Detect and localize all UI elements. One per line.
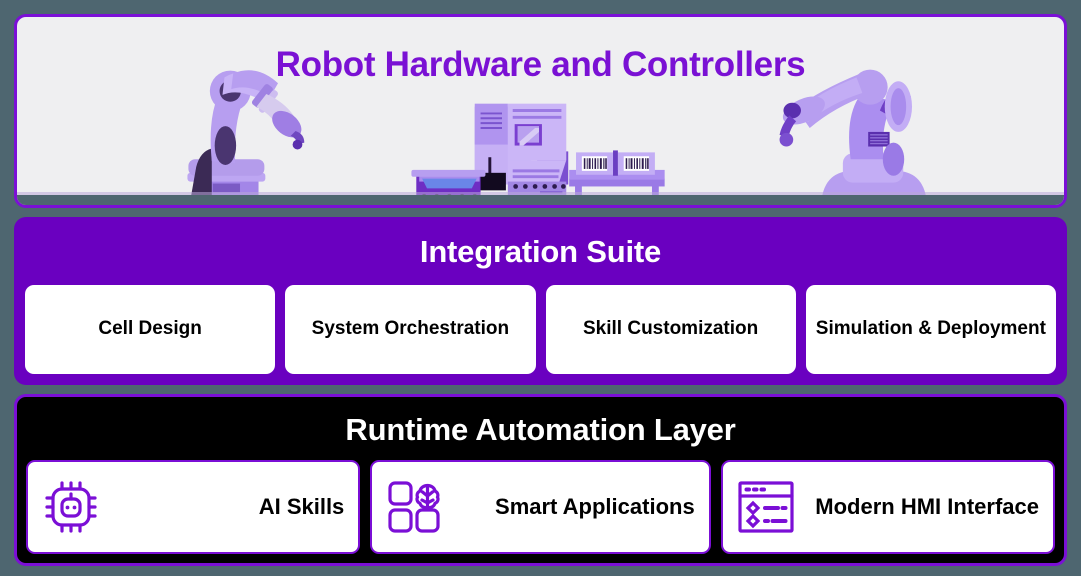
machine-cabinet — [411, 103, 665, 201]
left-robot-arm — [187, 70, 305, 201]
hero-floor — [17, 195, 1064, 205]
card-smart-applications-label: Smart Applications — [495, 493, 695, 519]
page-title: Robot Hardware and Controllers — [275, 45, 806, 84]
ai-chip-robot-icon — [40, 476, 102, 538]
card-skill-customization[interactable]: Skill Customization — [545, 285, 796, 374]
hmi-window-icon — [735, 478, 797, 536]
hero-illustration — [187, 69, 927, 201]
runtime-layer-title: Runtime Automation Layer — [345, 412, 736, 447]
card-modern-hmi[interactable]: Modern HMI Interface — [720, 460, 1055, 554]
hardware-hero-panel: Robot Hardware and Controllers — [14, 14, 1067, 208]
card-smart-applications[interactable]: Smart Applications — [370, 460, 711, 554]
card-system-orchestration[interactable]: System Orchestration — [285, 285, 536, 374]
runtime-automation-band: Runtime Automation Layer — [14, 394, 1067, 566]
card-ai-skills[interactable]: AI Skills — [26, 460, 361, 554]
card-simulation-deployment[interactable]: Simulation & Deployment — [805, 285, 1056, 374]
integration-suite-band: Integration Suite Cell Design System Orc… — [14, 217, 1067, 385]
integration-suite-cards: Cell Design System Orchestration Skill C… — [25, 285, 1056, 374]
app-grid-brain-icon — [384, 476, 446, 538]
hero-floor-line — [17, 192, 1064, 195]
integration-suite-title: Integration Suite — [419, 234, 662, 269]
card-modern-hmi-label: Modern HMI Interface — [815, 493, 1039, 519]
right-robot-arm — [779, 69, 927, 201]
card-ai-skills-label: AI Skills — [258, 493, 345, 519]
runtime-layer-cards: AI Skills Smart Applications — [26, 460, 1055, 554]
card-cell-design[interactable]: Cell Design — [25, 285, 276, 374]
